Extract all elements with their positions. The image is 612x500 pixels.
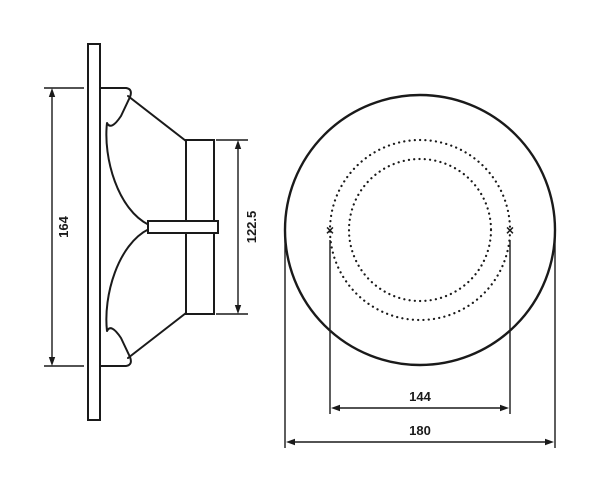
screw-marker-right: × — [506, 222, 514, 238]
arrowhead-down-icon — [234, 305, 242, 314]
dimension-180: 180 — [284, 236, 556, 448]
arrowhead-up-icon — [234, 140, 242, 149]
arrowhead-down-icon — [48, 357, 56, 366]
dim-label-164: 164 — [56, 215, 71, 237]
side-view: 164 122.5 — [44, 43, 259, 421]
baffle-plate — [87, 43, 101, 421]
frame-edge-upper — [127, 95, 187, 142]
cone-profile-upper — [99, 87, 150, 226]
front-view: × × 144 180 — [283, 93, 557, 448]
arrowhead-right-icon — [545, 438, 554, 446]
outer-rim-circle — [283, 93, 557, 367]
arrowhead-up-icon — [48, 88, 56, 97]
cone-profile-lower — [99, 228, 150, 367]
arrowhead-left-icon — [331, 404, 340, 412]
dimension-144: 144 — [329, 240, 511, 414]
pole-piece — [147, 220, 219, 234]
screw-marker-left: × — [326, 222, 334, 238]
frame-edge-lower — [127, 312, 187, 359]
dim-label-144: 144 — [409, 389, 431, 404]
dimension-122-5: 122.5 — [216, 139, 259, 315]
arrowhead-left-icon — [286, 438, 295, 446]
inner-circle-dotted — [347, 157, 493, 303]
dim-label-122-5: 122.5 — [244, 211, 259, 244]
bolt-circle-dotted — [328, 138, 512, 322]
arrowhead-right-icon — [500, 404, 509, 412]
dimension-164: 164 — [44, 87, 84, 367]
dim-label-180: 180 — [409, 423, 431, 438]
